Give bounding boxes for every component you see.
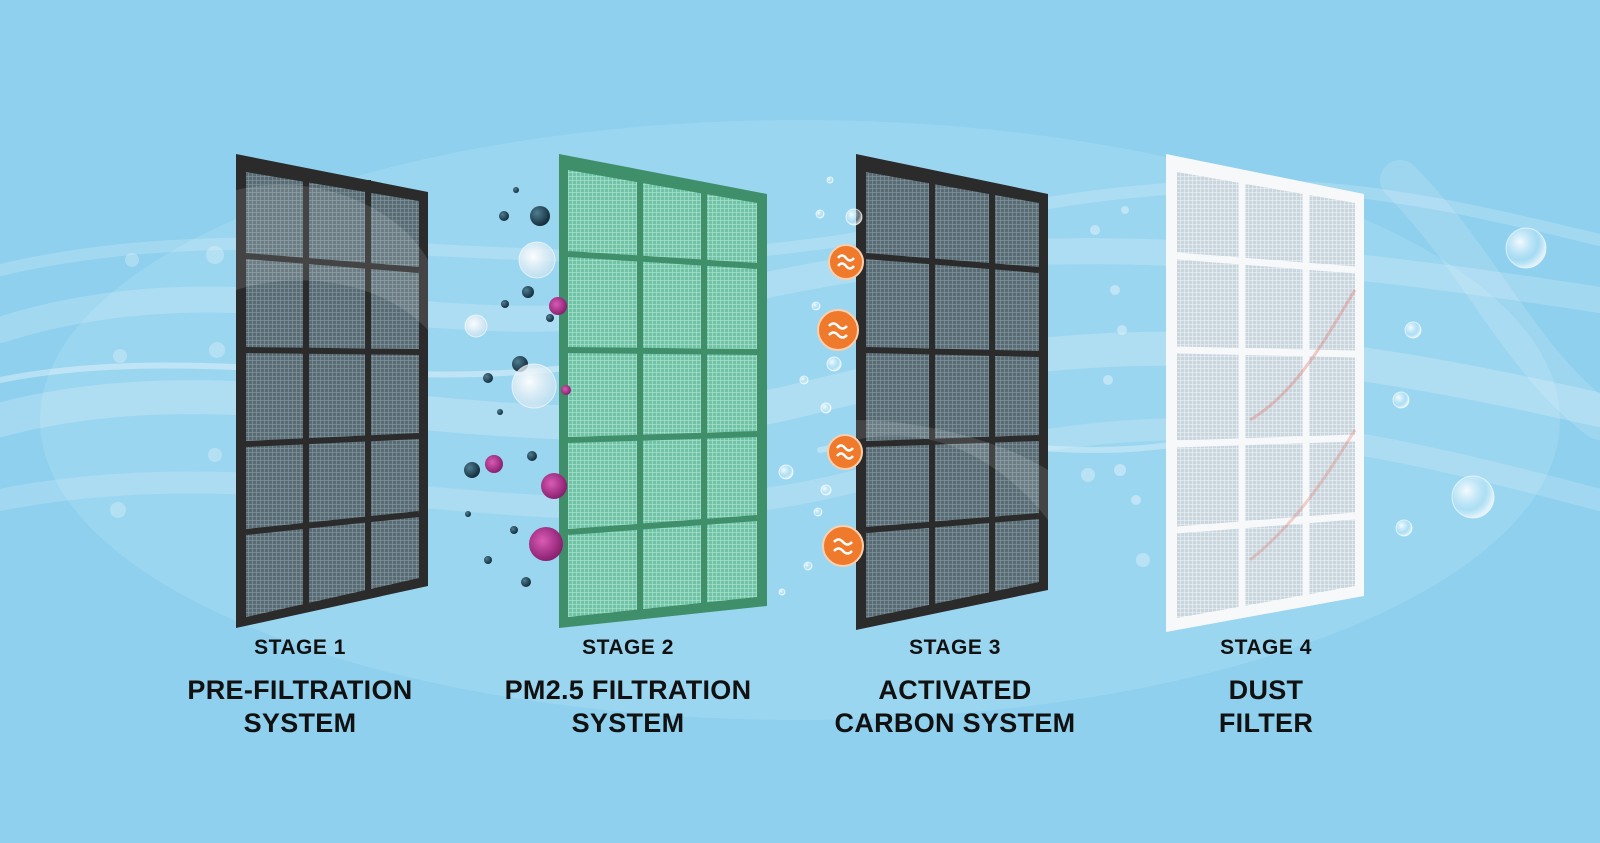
stage-2-title-line-1: PM2.5 FILTRATION — [504, 675, 752, 705]
odor-badge-icon — [827, 434, 863, 470]
stage-3-title-line-2: CARBON SYSTEM — [834, 708, 1076, 738]
stage-3-title-line-1: ACTIVATED — [878, 675, 1032, 705]
stage-2-title-line-2: SYSTEM — [571, 708, 685, 738]
stage-2-label: STAGE 2 — [582, 636, 674, 659]
stage-4-title-line-1: DUST — [1228, 675, 1304, 705]
stage-2-filter — [559, 154, 767, 628]
stage-3-label: STAGE 3 — [909, 636, 1001, 659]
stage-1-label: STAGE 1 — [254, 636, 346, 659]
stage-2-caption: STAGE 2 PM2.5 FILTRATION SYSTEM — [478, 636, 778, 740]
stage-1-filter — [236, 154, 428, 628]
stage-4-filter — [1166, 154, 1364, 632]
stage-4-title-line-2: FILTER — [1218, 708, 1314, 738]
odor-badge-icon — [828, 244, 864, 280]
pollutant-particles — [464, 187, 571, 587]
stage-4-caption: STAGE 4 DUST FILTER — [1116, 636, 1416, 740]
stage-3-caption: STAGE 3 ACTIVATED CARBON SYSTEM — [805, 636, 1105, 740]
carbon-odor-badges — [778, 176, 864, 596]
stage-1-title-line-2: SYSTEM — [243, 708, 357, 738]
stage-1-caption: STAGE 1 PRE-FILTRATION SYSTEM — [150, 636, 450, 740]
stage-3-filter — [856, 154, 1048, 630]
background-bubbles — [110, 206, 1547, 567]
stage-1-title-line-1: PRE-FILTRATION — [187, 675, 413, 705]
odor-badge-icon — [822, 525, 864, 567]
odor-badge-icon — [817, 309, 859, 351]
stage-4-label: STAGE 4 — [1220, 636, 1312, 659]
